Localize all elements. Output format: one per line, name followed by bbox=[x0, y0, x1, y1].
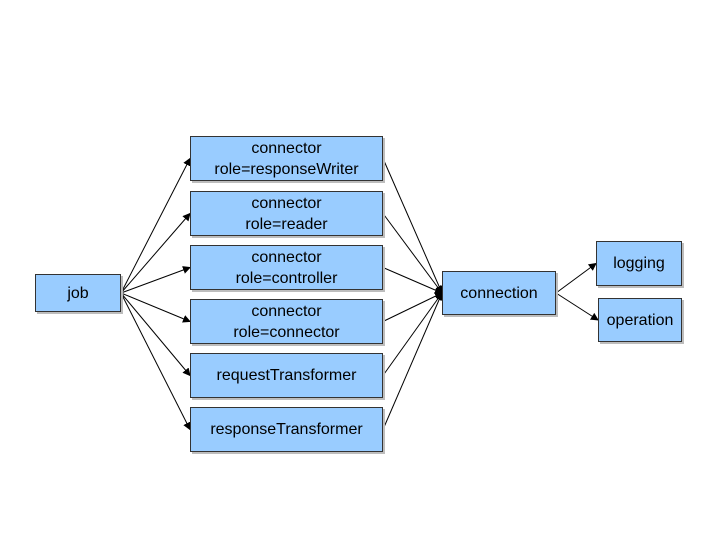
connector-reader-title: connector bbox=[251, 194, 322, 212]
edge-connector-reader-to-connection bbox=[382, 213, 443, 294]
edge-connector-connector-to-connection bbox=[382, 292, 443, 322]
logging-label: logging bbox=[613, 255, 665, 272]
connection-label: connection bbox=[460, 284, 538, 302]
connector-reader-node: connector role=reader bbox=[190, 191, 383, 236]
connection-node: connection bbox=[442, 271, 556, 315]
edge-job-to-connector-reader bbox=[120, 212, 191, 294]
edge-connector-controller-to-connection bbox=[382, 267, 443, 294]
connector-response-writer-node: connector role=responseWriter bbox=[190, 136, 383, 181]
edge-job-to-connector-writer bbox=[120, 157, 191, 294]
job-node: job bbox=[35, 274, 121, 312]
edge-job-to-response-transformer bbox=[120, 292, 191, 431]
operation-label: operation bbox=[606, 311, 674, 329]
request-transformer-label: requestTransformer bbox=[216, 367, 357, 384]
edge-job-to-connector-connector bbox=[120, 292, 191, 323]
response-transformer-node: responseTransformer bbox=[190, 407, 383, 452]
connector-response-writer-title: connector bbox=[251, 139, 322, 157]
connector-connector-title: connector bbox=[251, 302, 322, 320]
request-transformer-node: requestTransformer bbox=[190, 353, 383, 398]
edge-request-transformer-to-connection bbox=[382, 292, 443, 376]
edge-response-transformer-to-connection bbox=[382, 292, 443, 430]
edge-connection-to-operation bbox=[555, 292, 599, 321]
connector-reader-role: role=reader bbox=[245, 215, 328, 233]
connector-controller-role: role=controller bbox=[235, 269, 338, 287]
connector-response-writer-role: role=responseWriter bbox=[214, 160, 359, 178]
edge-job-to-request-transformer bbox=[120, 292, 191, 377]
connector-controller-title: connector bbox=[251, 248, 322, 266]
edge-connection-to-logging bbox=[555, 262, 597, 294]
operation-node: operation bbox=[598, 298, 682, 342]
connector-connector-role: role=connector bbox=[233, 323, 340, 341]
edge-job-to-connector-controller bbox=[120, 266, 191, 294]
connector-controller-node: connector role=controller bbox=[190, 245, 383, 290]
edge-connector-writer-to-connection bbox=[382, 158, 443, 294]
response-transformer-label: responseTransformer bbox=[210, 421, 363, 438]
connector-connector-node: connector role=connector bbox=[190, 299, 383, 344]
job-label: job bbox=[67, 284, 89, 302]
logging-node: logging bbox=[596, 241, 682, 286]
